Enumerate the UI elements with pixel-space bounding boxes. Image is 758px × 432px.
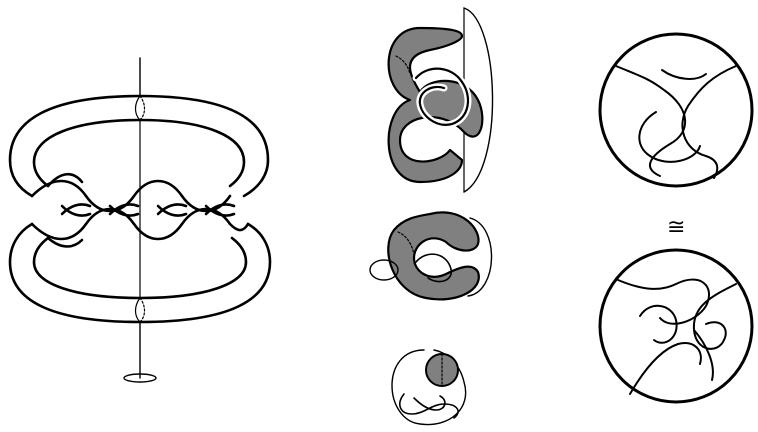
- left-panel: [10, 58, 270, 382]
- right-panel: ≅: [600, 34, 752, 402]
- shaded-surface-middle: [370, 212, 492, 299]
- shaded-surface-top: [389, 8, 493, 192]
- tangle-ball-top: [600, 34, 752, 186]
- upper-band-ring: [10, 96, 268, 196]
- middle-panel: [370, 8, 493, 425]
- meridian-mark-bottom: [140, 298, 145, 322]
- meridian-mark-top: [140, 96, 145, 120]
- tangle-ball-bottom: [600, 250, 752, 402]
- shaded-surface-bottom: [392, 350, 466, 425]
- congruence-symbol: ≅: [667, 215, 685, 240]
